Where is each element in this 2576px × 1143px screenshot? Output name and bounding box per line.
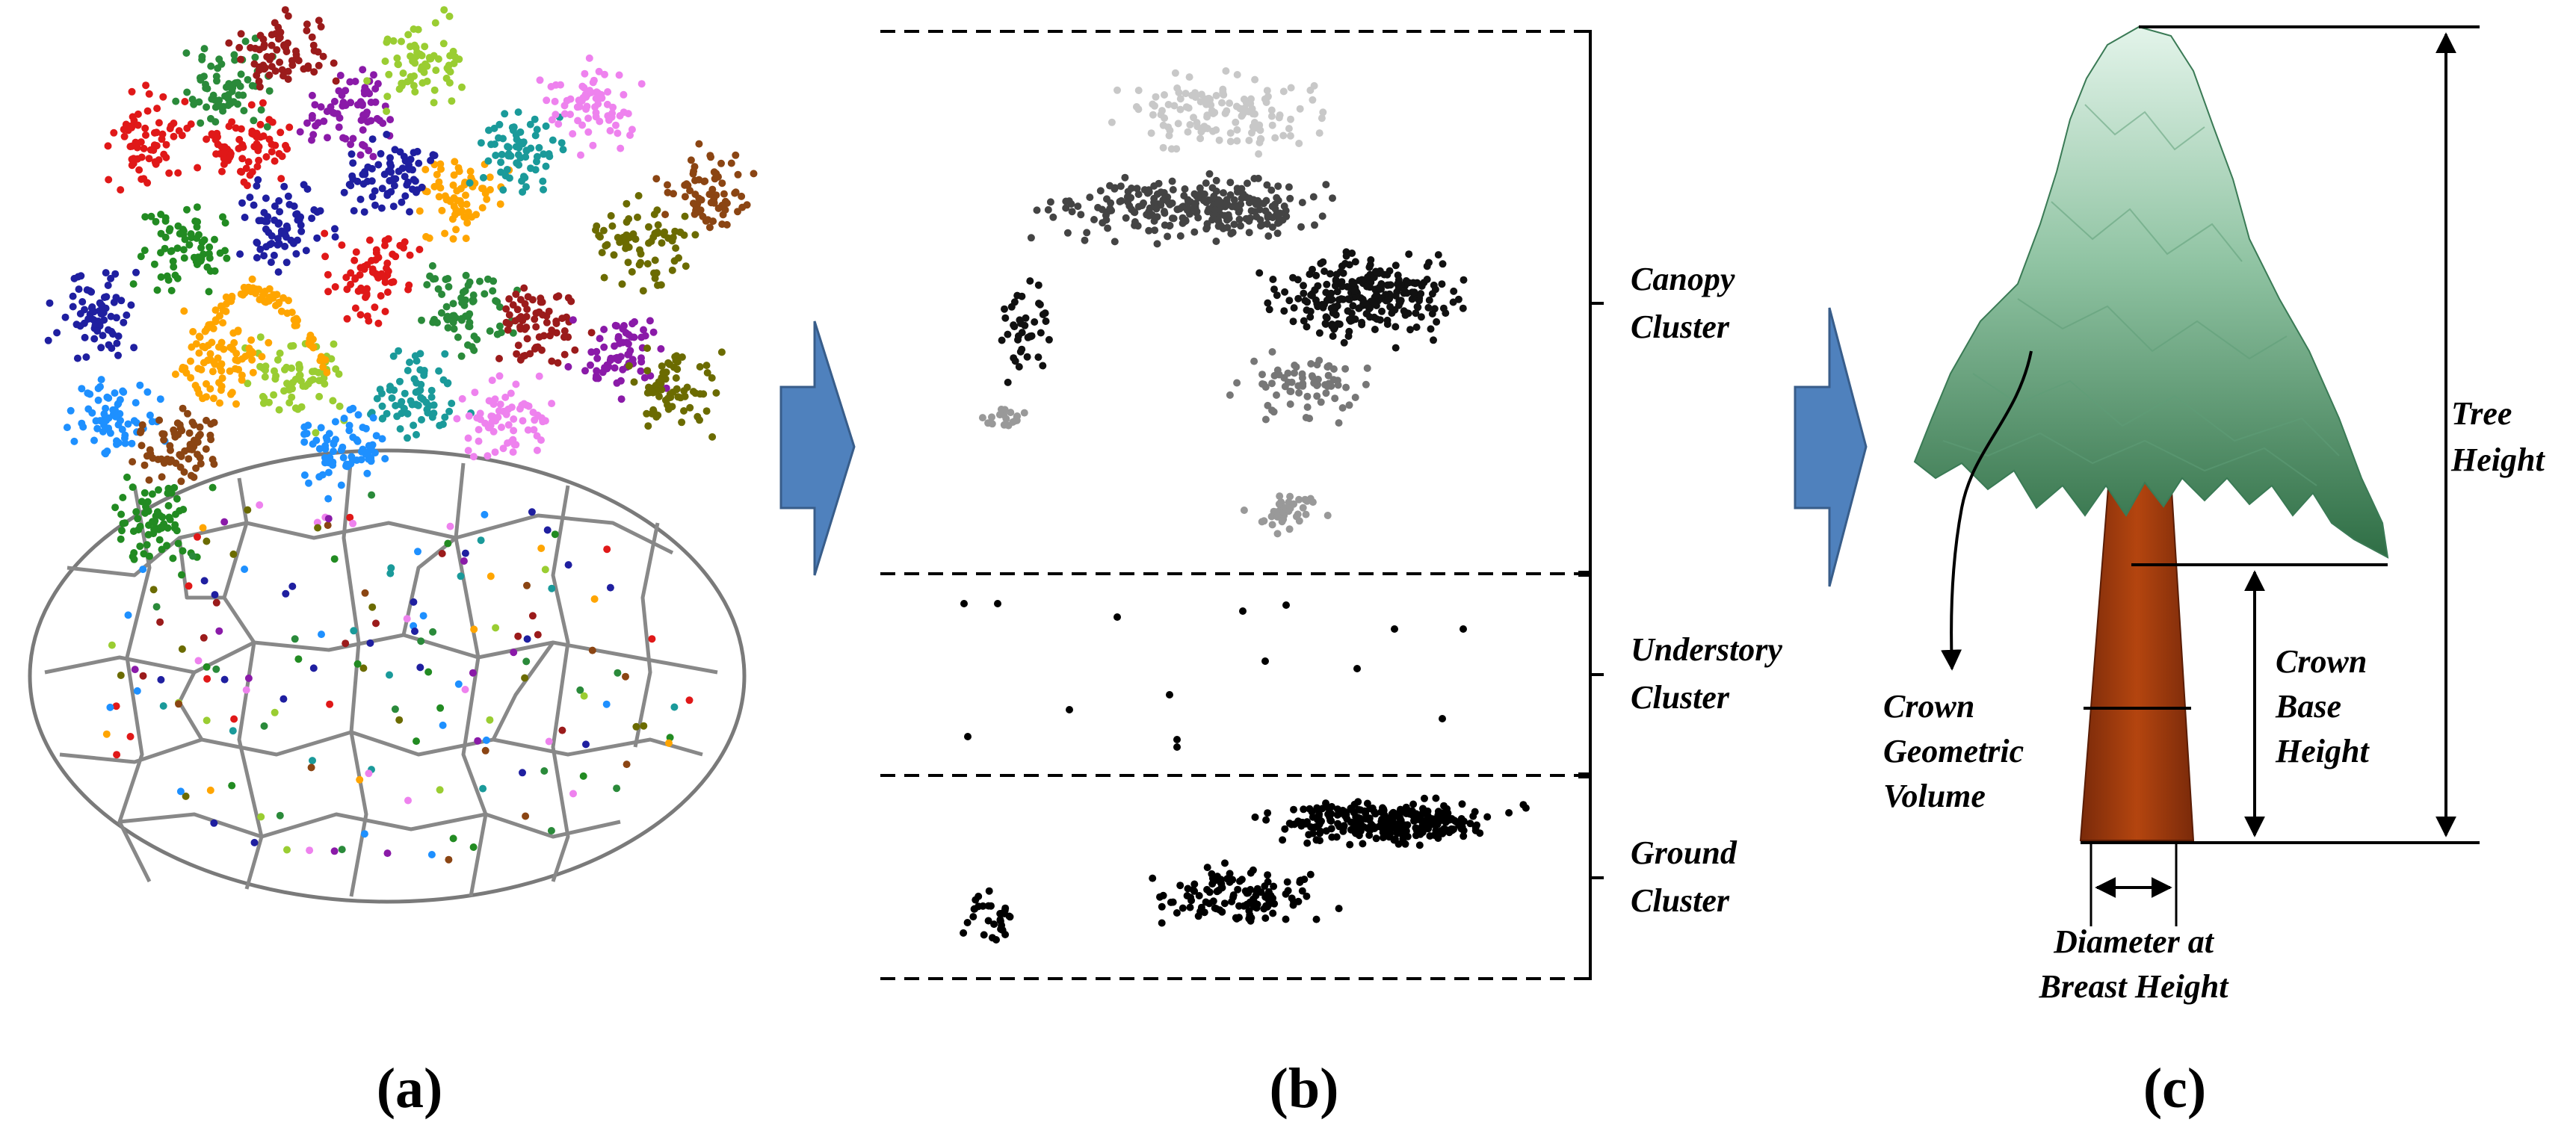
tree-crown bbox=[1913, 25, 2389, 559]
panel-a-segmented-point-cloud bbox=[28, 6, 758, 904]
arrow-b-to-c bbox=[1794, 307, 1868, 587]
bracket-understory bbox=[1578, 574, 1604, 775]
crown-volume-label-1: Crown bbox=[1883, 688, 1974, 725]
understory-label-2: Cluster bbox=[1631, 679, 1730, 716]
tree-height-label-2: Height bbox=[2450, 442, 2545, 478]
dbh-label-2: Breast Height bbox=[2038, 968, 2229, 1005]
crown-base-label-3: Height bbox=[2275, 733, 2370, 769]
ground-segment-boundaries bbox=[44, 455, 718, 897]
crown-base-label-2: Base bbox=[2275, 688, 2341, 725]
canopy-label-1: Canopy bbox=[1631, 261, 1735, 297]
ground-label-2: Cluster bbox=[1631, 882, 1730, 919]
cluster-brackets bbox=[1578, 30, 1604, 980]
panel-b-vertical-clusters: Canopy Cluster Understory Cluster Ground… bbox=[880, 30, 1782, 980]
panel-label-c: (c) bbox=[2143, 1057, 2206, 1120]
panel-label-a: (a) bbox=[377, 1057, 443, 1120]
tree-trunk bbox=[2079, 477, 2195, 841]
crown-volume-label-2: Geometric bbox=[1883, 733, 2024, 769]
arrow-a-to-b bbox=[779, 320, 856, 576]
dbh-label-1: Diameter at bbox=[2053, 923, 2215, 960]
panel-label-b: (b) bbox=[1270, 1057, 1339, 1120]
crown-base-label-1: Crown bbox=[2276, 643, 2367, 680]
segmented-points bbox=[44, 6, 758, 864]
canopy-label-2: Cluster bbox=[1631, 309, 1730, 345]
bracket-ground bbox=[1578, 775, 1604, 980]
crown-volume-label-3: Volume bbox=[1883, 778, 1986, 814]
crown-texture bbox=[1942, 104, 2340, 486]
cluster-points bbox=[960, 67, 1530, 944]
ground-label-1: Ground bbox=[1631, 834, 1738, 871]
understory-label-1: Understory bbox=[1631, 631, 1782, 668]
bracket-canopy bbox=[1578, 30, 1604, 574]
tree-height-label-1: Tree bbox=[2451, 395, 2512, 432]
crown-volume-pointer bbox=[1941, 350, 2033, 671]
panel-c-tree-model: Tree Height Crown Base Height Crown Geom… bbox=[1883, 25, 2545, 1005]
